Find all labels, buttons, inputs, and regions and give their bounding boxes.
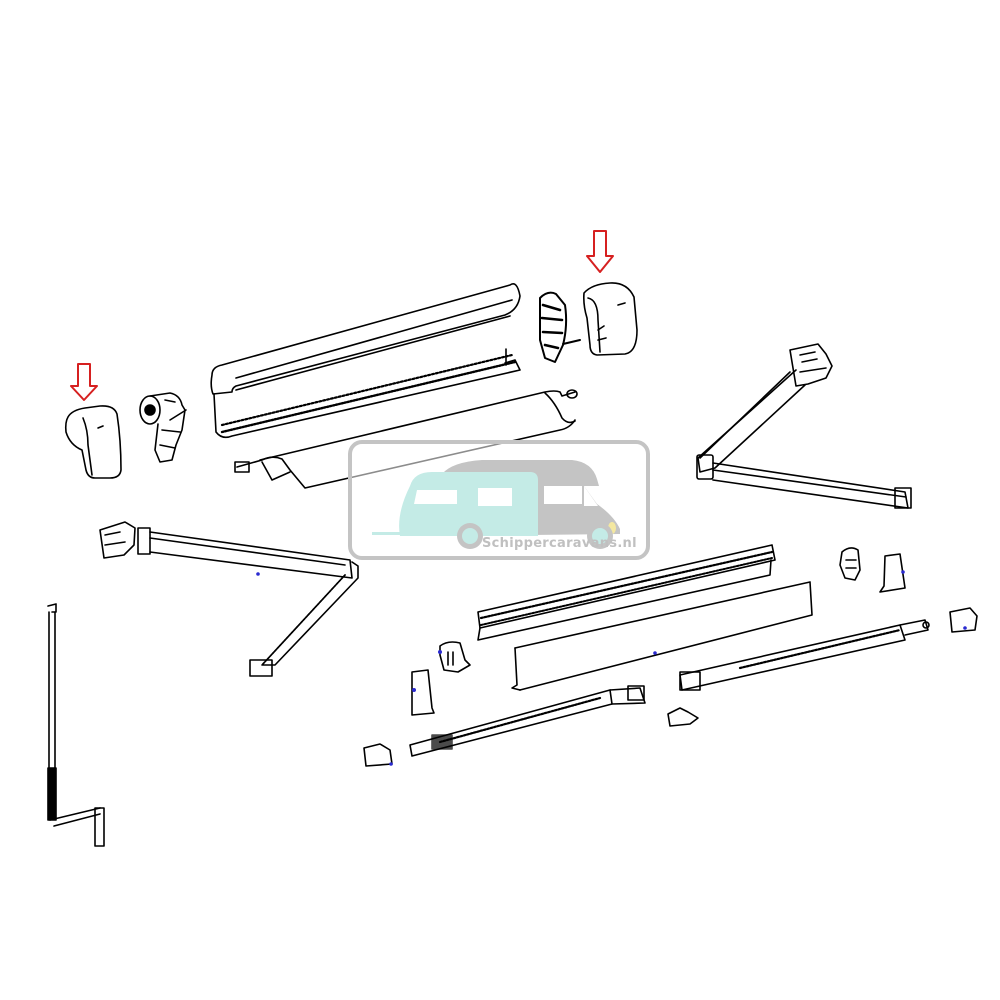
center-foot [667, 707, 699, 727]
left-telescopic-leg [409, 685, 646, 757]
crank-handle [47, 603, 105, 847]
right-folding-arm [696, 343, 912, 509]
left-folding-arm [99, 521, 359, 677]
watermark-text: Schippercaravans.nl [482, 536, 637, 551]
right-roller-end [539, 291, 581, 363]
left-foot [363, 743, 393, 767]
cassette-housing [210, 283, 521, 439]
front-cover-profile [511, 581, 813, 691]
left-roller-drive [139, 392, 187, 463]
right-end-cap [583, 282, 638, 356]
caravan-logo-icon [372, 460, 620, 549]
left-front-bar-bracket [411, 669, 435, 716]
left-front-bar-end [438, 641, 471, 673]
left-end-cap [64, 405, 122, 479]
roller-tube-with-fabric [234, 389, 578, 489]
right-front-bar-bracket [879, 553, 906, 593]
right-telescopic-leg [679, 619, 930, 691]
arrow-down-icon [586, 230, 614, 273]
front-bar-profile [477, 544, 776, 641]
right-front-bar-end [839, 547, 861, 581]
right-foot [949, 607, 978, 633]
arrow-down-icon [70, 363, 98, 401]
watermark-logo: Schippercaravans.nl [348, 440, 650, 560]
